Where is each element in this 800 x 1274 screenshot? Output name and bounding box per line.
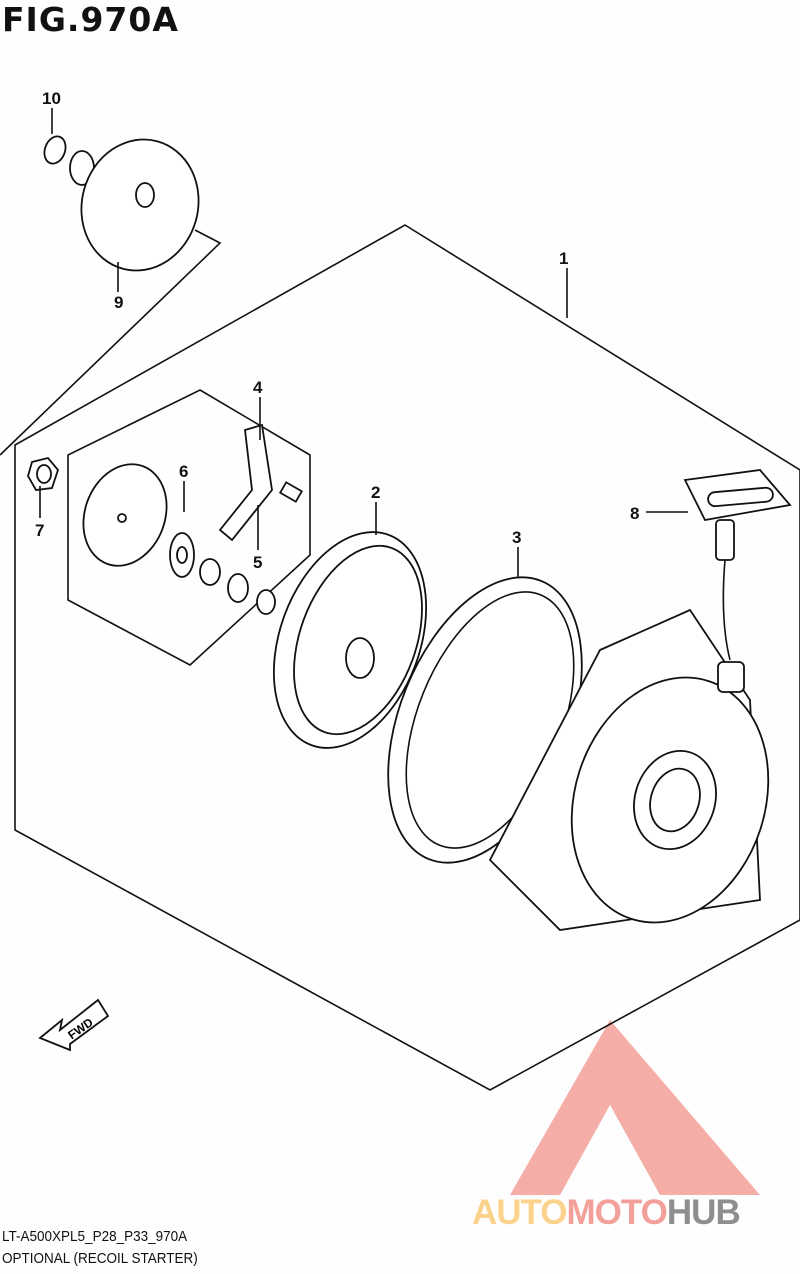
diagram-description: OPTIONAL (RECOIL STARTER) bbox=[2, 1250, 198, 1267]
handle-part-8 bbox=[683, 469, 792, 693]
hub-leader-line bbox=[0, 229, 222, 456]
callout-5: 5 bbox=[253, 553, 262, 572]
callout-3: 3 bbox=[512, 528, 521, 547]
reel-part-2 bbox=[272, 531, 428, 749]
bushing bbox=[256, 589, 276, 615]
subassembly-outline bbox=[67, 389, 311, 666]
callout-7: 7 bbox=[35, 521, 44, 540]
assembly-outline bbox=[14, 224, 800, 1091]
ratchet-part-4 bbox=[218, 423, 273, 542]
watermark-text: AUTOMOTOHUB bbox=[472, 1193, 741, 1233]
callout-10: 10 bbox=[42, 89, 61, 108]
callout-8: 8 bbox=[630, 504, 639, 523]
collar bbox=[199, 558, 221, 586]
pin bbox=[278, 481, 304, 503]
callout-1: 1 bbox=[559, 249, 568, 268]
spring bbox=[227, 573, 249, 603]
plate-center-hole bbox=[117, 513, 127, 523]
figure-title: FIG.970A bbox=[2, 0, 179, 39]
callout-4: 4 bbox=[253, 378, 263, 397]
watermark-auto: AUTO bbox=[472, 1193, 568, 1232]
watermark-hub: HUB bbox=[666, 1193, 741, 1232]
callout-6: 6 bbox=[179, 462, 188, 481]
guide-part-6 bbox=[169, 532, 195, 578]
nut-part-7 bbox=[27, 456, 60, 491]
watermark-moto: MOTO bbox=[566, 1193, 668, 1232]
diagram-code: LT-A500XPL5_P28_P33_970A bbox=[2, 1228, 188, 1245]
fwd-arrow-icon: FWD bbox=[38, 998, 110, 1052]
callout-9: 9 bbox=[114, 293, 123, 312]
callout-2: 2 bbox=[371, 483, 380, 502]
drive-hub-part-9 bbox=[69, 138, 200, 272]
watermark-logo-icon bbox=[510, 1020, 760, 1195]
starter-case bbox=[488, 608, 770, 931]
leader-lines bbox=[39, 108, 688, 578]
o-ring-part-10 bbox=[43, 135, 67, 165]
